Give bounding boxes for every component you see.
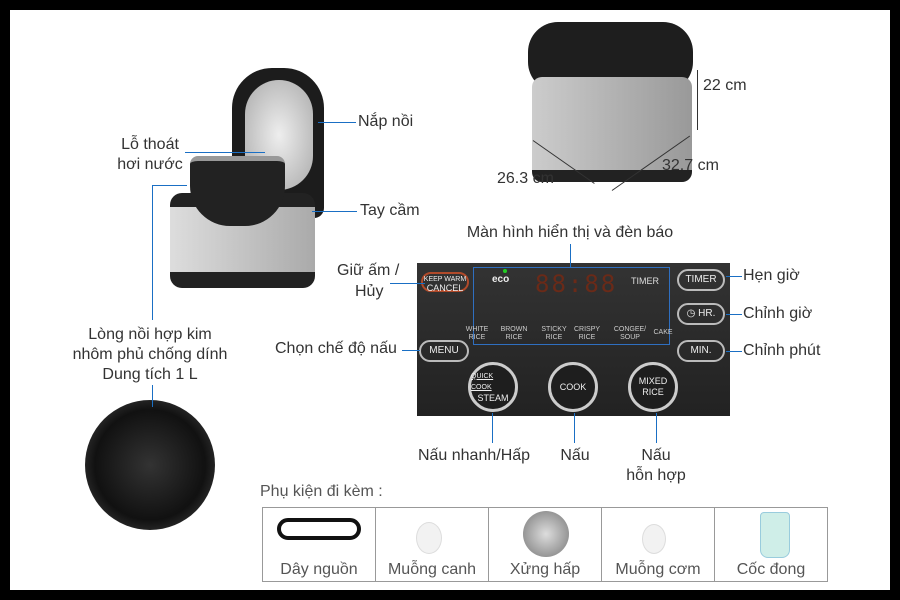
leader-line bbox=[152, 185, 187, 186]
digit-display: 88:88 bbox=[535, 270, 618, 298]
accessory-rice-paddle: Muỗng cơm bbox=[601, 507, 715, 582]
cook-button[interactable]: COOK bbox=[548, 362, 598, 412]
accessory-label: Dây nguồn bbox=[280, 561, 358, 578]
label-quick-cook: Nấu nhanh/Hấp bbox=[417, 447, 531, 464]
mode-congee-soup: CONGEE/SOUP bbox=[613, 326, 647, 341]
label-hour: Chỉnh giờ bbox=[743, 305, 813, 322]
accessory-label: Muỗng canh bbox=[387, 561, 477, 578]
leader-line bbox=[185, 152, 265, 153]
label-mixed: Nấu bbox=[641, 447, 671, 464]
label-display: Màn hình hiển thị và đèn báo bbox=[466, 224, 674, 241]
measuring-cup-icon bbox=[760, 512, 790, 558]
label-steam-vent: Lỗ thoát bbox=[121, 136, 179, 153]
label-minute: Chỉnh phút bbox=[743, 342, 821, 359]
ladle-icon bbox=[416, 522, 442, 554]
accessory-soup-ladle: Muỗng canh bbox=[375, 507, 489, 582]
label-width: 32.7 cm bbox=[662, 157, 719, 174]
keep-warm-text: KEEP WARM bbox=[423, 276, 467, 283]
quick-cook-text: QUICK COOK bbox=[471, 372, 494, 391]
hour-text: HR. bbox=[698, 308, 716, 319]
cook-text: COOK bbox=[559, 381, 587, 392]
label-lid: Nắp nồi bbox=[358, 113, 414, 130]
mode-cake: CAKE bbox=[653, 329, 673, 336]
leader-line bbox=[726, 314, 742, 315]
leader-line bbox=[656, 413, 657, 443]
clock-icon: ◷ bbox=[686, 308, 699, 319]
leader-line bbox=[726, 351, 742, 352]
leader-line bbox=[574, 413, 575, 443]
inner-pot bbox=[190, 156, 285, 226]
label-depth: 26.3 cm bbox=[497, 170, 554, 187]
cooker-body bbox=[532, 77, 692, 182]
label-mixed-2: hỗn hợp bbox=[626, 467, 686, 484]
steam-text: STEAM bbox=[477, 392, 509, 403]
accessory-label: Muỗng cơm bbox=[615, 561, 701, 578]
label-pot: Lòng nồi hợp kim bbox=[88, 326, 212, 343]
mixed-text: MIXED bbox=[638, 376, 668, 386]
leader-line bbox=[318, 122, 356, 123]
accessory-label: Xửng hấp bbox=[509, 561, 581, 578]
height-dimension-line bbox=[697, 70, 698, 130]
rice-paddle-icon bbox=[642, 524, 666, 554]
power-cord-icon bbox=[277, 518, 361, 540]
hour-button[interactable]: ◷ HR. bbox=[677, 303, 725, 325]
inner-pot-image bbox=[85, 400, 215, 530]
label-pot-capacity: Dung tích 1 L bbox=[102, 366, 198, 383]
accessory-label: Cốc đong bbox=[736, 561, 806, 578]
leader-line bbox=[312, 211, 357, 212]
label-cook: Nấu bbox=[560, 447, 590, 464]
label-height: 22 cm bbox=[703, 77, 747, 94]
timer-button[interactable]: TIMER bbox=[677, 269, 725, 291]
label-pot-2: nhôm phủ chống dính bbox=[72, 346, 228, 363]
cancel-text: CANCEL bbox=[426, 283, 464, 293]
leader-line bbox=[152, 185, 153, 320]
open-rice-cooker-image bbox=[170, 68, 324, 288]
label-steam-vent-2: hơi nước bbox=[117, 156, 183, 173]
rice-text: RICE bbox=[642, 387, 664, 397]
accessory-measuring-cup: Cốc đong bbox=[714, 507, 828, 582]
accessories-title: Phụ kiện đi kèm : bbox=[260, 483, 383, 500]
label-handle: Tay cầm bbox=[360, 202, 420, 219]
timer-indicator: TIMER bbox=[631, 276, 659, 286]
label-menu-select: Chọn chế độ nấu bbox=[275, 340, 397, 357]
leader-line bbox=[152, 385, 153, 407]
eco-led bbox=[503, 269, 507, 273]
steamer-basket-icon bbox=[523, 511, 569, 557]
label-keep-warm: Giữ ấm / bbox=[337, 262, 400, 279]
leader-line bbox=[726, 276, 742, 277]
menu-button[interactable]: MENU bbox=[419, 340, 469, 362]
label-cancel: Hủy bbox=[355, 283, 384, 300]
leader-line bbox=[492, 413, 493, 443]
leader-line bbox=[390, 283, 425, 284]
display-area bbox=[473, 267, 670, 345]
accessory-power-cord: Dây nguồn bbox=[262, 507, 376, 582]
leader-line bbox=[402, 350, 420, 351]
leader-line bbox=[570, 244, 571, 267]
label-timer: Hẹn giờ bbox=[743, 267, 800, 284]
closed-rice-cooker-image bbox=[528, 22, 693, 182]
eco-label: eco bbox=[492, 274, 510, 285]
minute-button[interactable]: MIN. bbox=[677, 340, 725, 362]
accessory-steamer: Xửng hấp bbox=[488, 507, 602, 582]
